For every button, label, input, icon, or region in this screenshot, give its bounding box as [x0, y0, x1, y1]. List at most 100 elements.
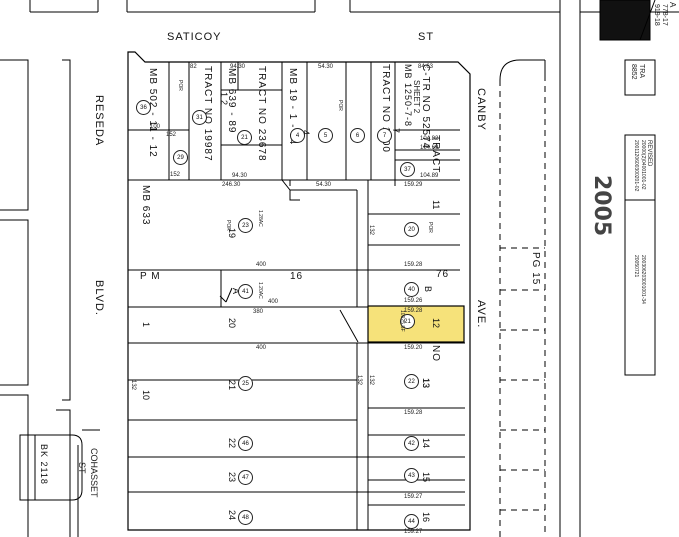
- parcel-37: 37: [400, 162, 415, 177]
- dim-54b: 54.30: [316, 182, 332, 188]
- tract-pm76: 76: [436, 269, 450, 280]
- dim-159a: 159.29: [404, 182, 423, 188]
- street-canby: CANBY: [475, 88, 487, 131]
- lot-11: 11: [431, 200, 441, 210]
- dim-400c: 400: [268, 299, 279, 305]
- parcel-41: 41: [238, 284, 253, 299]
- tract-pm16: 16: [290, 271, 304, 282]
- dim-159b: 159.28: [404, 262, 423, 268]
- acres-2: 1.20AC: [257, 282, 263, 299]
- parcel-42: 42: [404, 436, 419, 451]
- dim-100: 100: [150, 124, 161, 130]
- parcel-31: 31: [192, 110, 207, 125]
- lot-2: 2: [219, 100, 229, 106]
- parcel-5: 5: [318, 128, 333, 143]
- tract-no: NO: [430, 345, 441, 362]
- lot-15: 15: [421, 472, 431, 483]
- highlighted-parcel: [367, 305, 465, 343]
- dim-159c: 159.26: [404, 298, 423, 304]
- dim-152b: 152: [170, 172, 181, 178]
- parcel-44: 44: [404, 514, 419, 529]
- revised-line2: 2001120600300201-02: [633, 140, 639, 192]
- dim-104b: 104.69: [420, 145, 439, 151]
- dim-152a: 152: [166, 132, 177, 138]
- lot-12: 12: [431, 318, 441, 329]
- revised-label: REVISED: [646, 140, 652, 167]
- dim-132c: 132: [130, 380, 136, 391]
- parcel-23: 23: [238, 218, 253, 233]
- parcel-29: 29: [173, 150, 188, 165]
- parcel-21a: 21: [237, 130, 252, 145]
- dim-94a: 94.30: [230, 64, 246, 70]
- revised-line4: 20050721: [633, 255, 639, 278]
- book-page-number: 2005: [589, 175, 614, 237]
- parcel-40: 40: [404, 282, 419, 297]
- acres-1: 1.28AC: [257, 210, 263, 227]
- lot-21: 21: [227, 380, 237, 391]
- dim-380: 380: [253, 309, 264, 315]
- por-3: POR: [427, 222, 433, 233]
- lot-22: 22: [227, 438, 237, 449]
- lot-14: 14: [421, 438, 431, 449]
- dim-159d: 159.28: [404, 308, 423, 314]
- parcel-48: 48: [238, 510, 253, 525]
- street-ave: AVE.: [475, 300, 487, 329]
- dim-400a: 400: [256, 262, 267, 268]
- lot-20: 20: [227, 318, 237, 329]
- dim-94b: 94.30: [232, 173, 248, 179]
- parcel-47: 47: [238, 470, 253, 485]
- street-st: ST: [418, 31, 435, 43]
- top-right-line1: 778-17: [661, 4, 668, 26]
- street-blvd: BLVD.: [93, 280, 105, 316]
- parcel-4: 4: [290, 128, 305, 143]
- dim-132d: 132: [368, 375, 374, 386]
- lot-24: 24: [227, 510, 237, 521]
- dim-132b: 132: [356, 375, 362, 386]
- top-right-a: A: [668, 2, 677, 8]
- dim-400b: 400: [256, 345, 267, 351]
- revised-line1: 20000(2)04001001-02: [640, 140, 646, 190]
- dim-246: 246.30: [222, 182, 241, 188]
- parcel-21b: 21: [400, 314, 415, 329]
- tract-mb633: MB 633: [140, 185, 151, 226]
- street-reseda: RESEDA: [93, 95, 105, 147]
- area-sf: 10025 SF: [399, 310, 405, 332]
- parcel-25: 25: [238, 376, 253, 391]
- dim-104: 104.82: [420, 136, 439, 142]
- dim-159g: 159.20: [404, 345, 423, 351]
- tract-pg15: PG 15: [530, 252, 541, 286]
- parcel-20: 20: [404, 222, 419, 237]
- lot-23: 23: [227, 472, 237, 483]
- parcel-7: 7: [377, 128, 392, 143]
- revised-line3: 200306203001001-34: [640, 255, 646, 304]
- tract-bk: BK 2118: [39, 444, 49, 485]
- parcel-22: 22: [404, 374, 419, 389]
- parcel-43: 43: [404, 468, 419, 483]
- lot-1: 1: [219, 92, 229, 98]
- dim-132a: 132: [368, 225, 374, 236]
- por-1: POR: [177, 80, 183, 91]
- por-4: POR: [337, 100, 343, 111]
- lot-1-left: 1: [141, 322, 151, 328]
- street-cohasset-st: ST: [77, 462, 87, 474]
- tract-sheet: SHEET 2: [412, 80, 421, 114]
- dim-159h: 159.27: [404, 529, 423, 535]
- tract-pm: P M: [140, 271, 161, 282]
- dim-159e: 159.28: [404, 410, 423, 416]
- tract-23678: TRACT NO 23678: [256, 66, 267, 162]
- street-cohasset: COHASSET: [89, 448, 99, 498]
- dim-82: 82: [190, 64, 197, 70]
- lot-b: B: [423, 286, 433, 293]
- street-saticoy: SATICOY: [167, 31, 222, 43]
- dim-104c: 104.89: [420, 173, 439, 179]
- parcel-6: 6: [350, 128, 365, 143]
- parcel-36: 36: [136, 100, 151, 115]
- dim-159f: 159.27: [404, 494, 423, 500]
- dim-84: 84.63: [418, 64, 434, 70]
- dim-54a: 54.30: [318, 64, 334, 70]
- lot-10: 10: [141, 390, 151, 401]
- tra-label: TRA: [638, 64, 645, 78]
- tract-mb1250: MB 1250-7-8: [403, 64, 413, 128]
